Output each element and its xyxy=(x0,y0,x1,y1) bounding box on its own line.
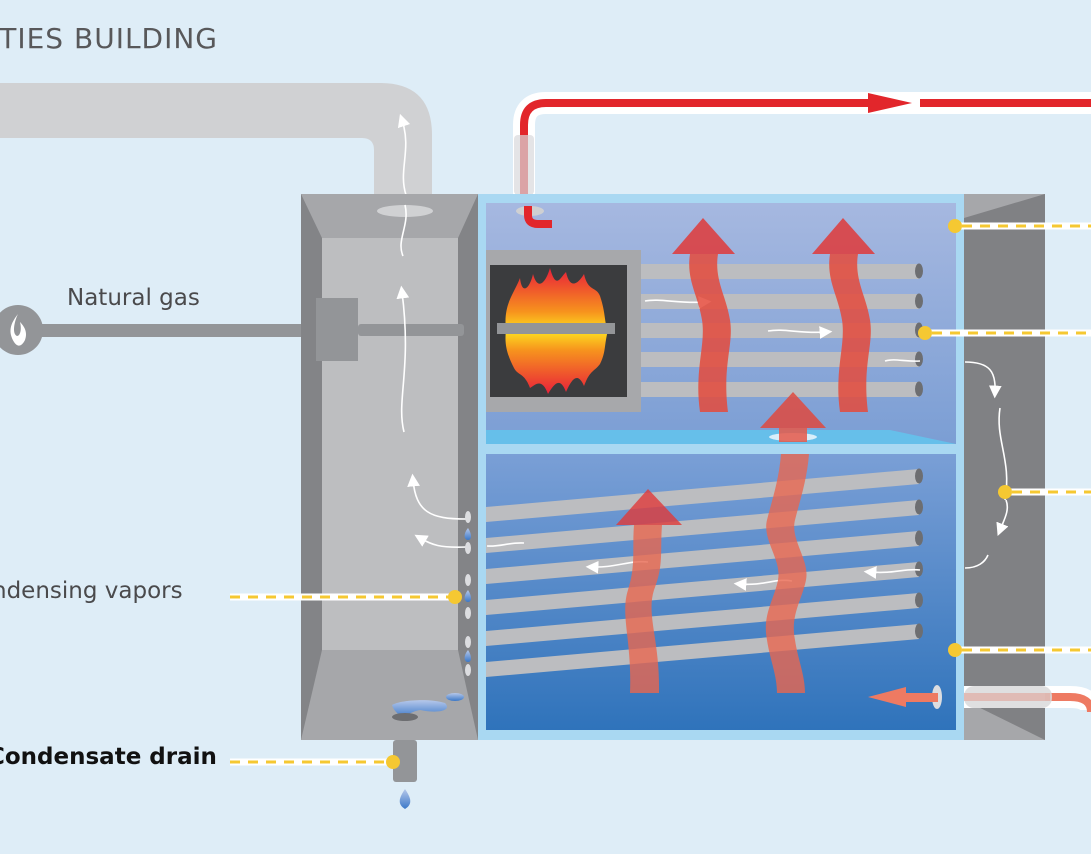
condensate-droplets xyxy=(464,528,471,662)
callout-right-3 xyxy=(998,485,1091,499)
callout-lines xyxy=(230,219,1091,769)
vapor-flow-arrow xyxy=(396,285,410,433)
callout-right-2 xyxy=(918,326,1091,340)
callout-right-4 xyxy=(948,643,1091,657)
diagram-title: ITIES BUILDING xyxy=(0,22,219,55)
condensate-drain-pipe xyxy=(393,740,417,782)
callout-condensing-vapors xyxy=(230,590,462,604)
condensate-drain-label: Condensate drain xyxy=(0,744,217,770)
gas-burner-valve xyxy=(316,298,358,361)
condensing-vapors-label: ndensing vapors xyxy=(0,578,183,604)
water-drop-icon xyxy=(399,789,411,809)
heat-exchanger-tank xyxy=(478,194,964,740)
flame-icon xyxy=(10,314,27,346)
hot-water-supply-pipe xyxy=(513,92,1091,200)
burner-rod xyxy=(497,323,615,334)
natural-gas-label: Natural gas xyxy=(67,285,200,311)
flow-direction-arrow xyxy=(868,93,912,113)
lower-heat-arrows xyxy=(616,454,809,693)
heat-rising-arrows xyxy=(672,218,875,442)
return-flow-arrow xyxy=(868,687,906,707)
natural-gas-line xyxy=(0,305,305,355)
callout-right-1 xyxy=(948,219,1091,233)
flue-collector xyxy=(964,194,1045,740)
exhaust-duct xyxy=(0,83,432,200)
vent-chamber xyxy=(301,194,478,809)
callout-condensate-drain xyxy=(230,755,400,769)
exhaust-flow-arrow xyxy=(397,113,411,196)
